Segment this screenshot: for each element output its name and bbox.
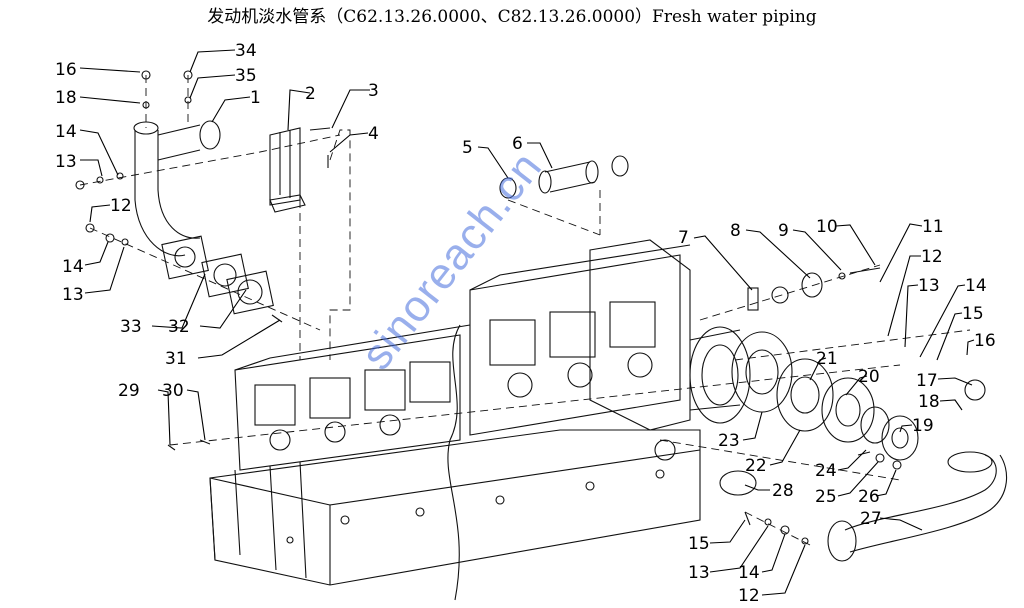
callout-13-r: 13 [918,276,940,296]
callout-13-b: 13 [62,285,84,305]
callout-14-c: 14 [738,563,760,583]
callout-14-r: 14 [965,276,987,296]
callout-32: 32 [168,317,190,337]
callout-35: 35 [235,66,257,86]
callout-15-r: 15 [962,304,984,324]
callout-30: 30 [162,381,184,401]
callout-13-c: 13 [688,563,710,583]
callout-27: 27 [860,509,882,529]
assembly-lines [79,75,971,546]
callout-1: 1 [250,88,261,108]
callout-3: 3 [368,81,379,101]
callout-22: 22 [745,456,767,476]
callout-31: 31 [165,349,187,369]
callout-5: 5 [462,138,473,158]
callout-26: 26 [858,487,880,507]
break-line [447,324,461,601]
leader-lines [79,49,975,596]
bracket-2 [269,127,331,213]
callout-14-b: 14 [62,257,84,277]
callout-29: 29 [118,381,140,401]
callout-20: 20 [858,367,880,387]
callout-6: 6 [512,134,523,154]
callout-18: 18 [55,88,77,108]
callout-19: 19 [912,416,934,436]
callout-34: 34 [235,41,257,61]
pipe-elbow-1 [75,70,283,323]
pump-housing [589,239,751,461]
diagram-title: 发动机淡水管系（C62.13.26.0000、C82.13.26.0000）Fr… [207,7,817,27]
engine-block [209,429,701,586]
callout-12-r: 12 [921,247,943,267]
callout-labels: 16 18 14 13 12 14 13 34 35 1 2 3 4 5 6 3… [55,41,996,606]
callout-4: 4 [368,124,379,144]
fasteners-lower [167,439,809,545]
callout-25: 25 [815,487,837,507]
flanges [719,331,919,496]
cylinder-heads [234,244,691,471]
callout-10: 10 [816,217,838,237]
callout-12: 12 [110,196,132,216]
outlet-pipe-27 [827,379,1008,562]
callout-12-c: 12 [738,586,760,606]
callout-9: 9 [778,221,789,241]
callout-33: 33 [120,317,142,337]
callout-18-r: 18 [918,392,940,412]
callout-21: 21 [816,349,838,369]
cover-parts [747,267,881,311]
callout-14: 14 [55,122,77,142]
callout-2: 2 [305,84,316,104]
callout-11: 11 [922,217,944,237]
callout-7: 7 [678,228,689,248]
callout-23: 23 [718,431,740,451]
callout-24: 24 [815,461,837,481]
callout-13: 13 [55,152,77,172]
callout-16: 16 [55,60,77,80]
callout-8: 8 [730,221,741,241]
callout-28: 28 [772,481,794,501]
callout-15-b: 15 [688,534,710,554]
callout-16-r: 16 [974,331,996,351]
callout-17: 17 [916,371,938,391]
